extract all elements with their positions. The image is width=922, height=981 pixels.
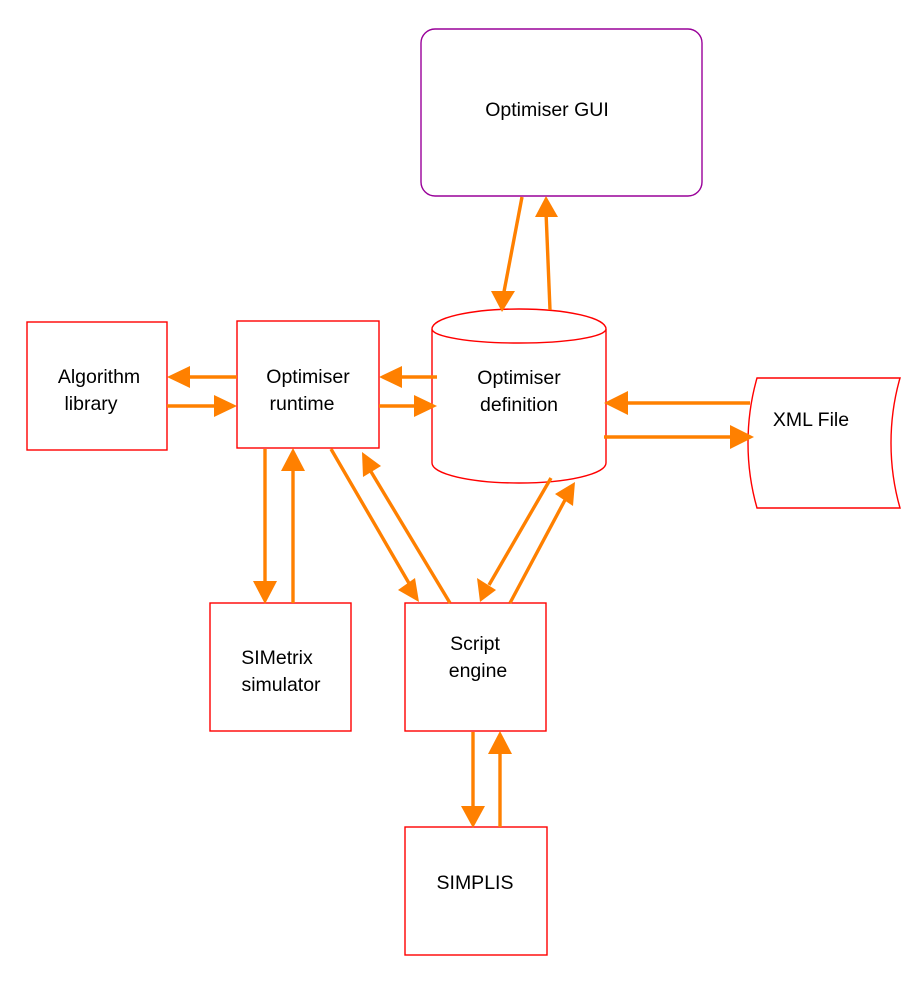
edge-runtime-to-library xyxy=(167,366,237,388)
node-optimiser-definition[interactable]: Optimiser definition xyxy=(431,308,607,484)
edge-runtime-to-definition-arrowhead xyxy=(414,395,437,417)
edge-script-to-definition-line xyxy=(508,499,567,604)
edge-definition-to-gui xyxy=(535,196,558,311)
edge-script-to-runtime-arrowhead xyxy=(362,452,381,477)
simetrix-simulator-label-line1: SIMetrix xyxy=(241,647,313,669)
edge-gui-to-definition-arrowhead xyxy=(491,291,515,312)
edge-gui-to-definition-line xyxy=(501,196,524,298)
edge-library-to-runtime-arrowhead xyxy=(214,395,237,417)
node-optimiser-gui[interactable]: Optimiser GUI xyxy=(420,28,703,197)
script-engine-label-line1: Script xyxy=(450,633,500,655)
optimiser-runtime-label-line2: runtime xyxy=(269,393,334,415)
xml-file-label: XML File xyxy=(773,409,849,431)
edge-definition-to-script-line xyxy=(487,477,553,586)
xml-file-shape[interactable] xyxy=(747,377,901,509)
edge-definition-to-xml-arrowhead xyxy=(730,425,754,449)
script-engine-label-line2: engine xyxy=(449,660,508,682)
optimiser-runtime-shape[interactable] xyxy=(236,320,380,449)
simetrix-simulator-shape[interactable] xyxy=(209,602,352,732)
edge-runtime-to-script-line xyxy=(329,448,412,586)
edge-definition-to-gui-arrowhead xyxy=(535,196,558,217)
optimiser-definition-body[interactable] xyxy=(431,308,607,484)
edge-definition-to-runtime xyxy=(379,366,437,388)
edge-simplis-to-script-arrowhead xyxy=(488,731,512,754)
edge-definition-to-xml xyxy=(604,425,754,449)
node-algorithm-library[interactable]: Algorithm library xyxy=(26,321,168,451)
edge-script-to-definition-arrowhead xyxy=(555,482,575,506)
edge-library-to-runtime xyxy=(167,395,237,417)
edge-script-to-runtime-line xyxy=(368,469,452,604)
optimiser-gui-shape[interactable] xyxy=(420,28,703,197)
algorithm-library-shape[interactable] xyxy=(26,321,168,451)
node-xml-file[interactable]: XML File xyxy=(747,377,901,509)
edge-runtime-to-simetrix xyxy=(253,449,277,604)
optimiser-definition-label-line1: Optimiser xyxy=(477,367,561,389)
optimiser-runtime-label-line1: Optimiser xyxy=(266,366,350,388)
optimiser-definition-top-ellipse xyxy=(431,328,607,344)
node-optimiser-runtime[interactable]: Optimiser runtime xyxy=(236,320,380,449)
node-simetrix-simulator[interactable]: SIMetrix simulator xyxy=(209,602,352,732)
edge-simplis-to-script xyxy=(488,731,512,827)
edge-script-to-definition xyxy=(508,482,575,604)
simplis-label: SIMPLIS xyxy=(437,872,514,894)
simplis-shape[interactable] xyxy=(404,826,548,956)
optimiser-gui-label: Optimiser GUI xyxy=(485,99,609,121)
edge-definition-to-runtime-arrowhead xyxy=(379,366,402,388)
simetrix-simulator-label-line2: simulator xyxy=(241,674,321,696)
edge-runtime-to-library-arrowhead xyxy=(167,366,190,388)
edge-definition-to-script xyxy=(477,477,553,602)
edge-script-to-runtime xyxy=(362,452,452,604)
algorithm-library-label-line2: library xyxy=(64,393,117,415)
edge-script-to-simplis xyxy=(461,732,485,828)
edge-gui-to-definition xyxy=(491,196,524,312)
edge-simetrix-to-runtime-arrowhead xyxy=(281,448,305,471)
edge-runtime-to-definition xyxy=(379,395,437,417)
edge-xml-to-definition xyxy=(604,391,750,415)
optimiser-definition-label-line2: definition xyxy=(480,394,558,416)
edge-runtime-to-script-arrowhead xyxy=(398,578,419,602)
node-script-engine[interactable]: Script engine xyxy=(404,602,547,732)
script-engine-shape[interactable] xyxy=(404,602,547,732)
edge-script-to-simplis-arrowhead xyxy=(461,806,485,828)
edge-runtime-to-script xyxy=(329,448,419,602)
edge-definition-to-script-arrowhead xyxy=(477,578,496,602)
algorithm-library-label-line1: Algorithm xyxy=(58,366,140,388)
edge-xml-to-definition-arrowhead xyxy=(604,391,628,415)
edge-runtime-to-simetrix-arrowhead xyxy=(253,581,277,604)
node-simplis[interactable]: SIMPLIS xyxy=(404,826,548,956)
edge-definition-to-gui-line xyxy=(544,211,552,311)
edge-simetrix-to-runtime xyxy=(281,448,305,603)
